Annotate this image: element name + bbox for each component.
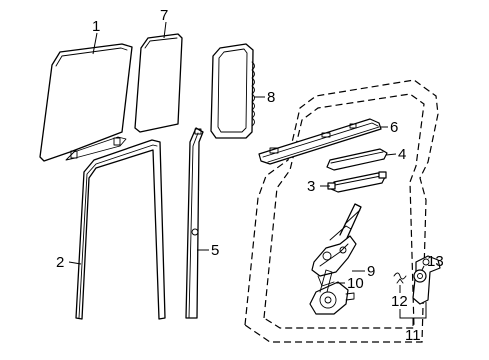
part-division-bar-channel (185, 127, 204, 319)
part-handle-escutcheon (413, 269, 427, 283)
callout-8: 8 (267, 89, 275, 106)
callout-5: 5 (211, 242, 219, 259)
part-belt-weatherstrip (326, 148, 388, 171)
part-lower-weatherstrip (327, 171, 387, 193)
part-belt-molding (258, 118, 382, 165)
part-quarter-weatherstrip (210, 43, 255, 139)
callout-4: 4 (398, 146, 406, 163)
callout-12: 12 (391, 293, 408, 310)
callout-3: 3 (307, 178, 315, 195)
callout-6: 6 (390, 119, 398, 136)
callout-1: 1 (92, 18, 100, 35)
callout-11: 11 (405, 327, 421, 344)
part-spring-clip (393, 272, 407, 284)
part-door-glass (39, 43, 133, 162)
callout-7: 7 (160, 7, 168, 24)
part-regulator-motor (309, 269, 355, 315)
part-glass-run-channel (75, 139, 166, 320)
part-window-regulator (311, 203, 362, 287)
part-window-crank-handle (412, 255, 441, 305)
callout-13: 13 (427, 253, 444, 270)
leader-lines (68, 21, 427, 326)
callout-10: 10 (347, 275, 364, 292)
callout-labels: 1 7 8 6 4 3 2 5 9 13 10 12 11 (56, 7, 444, 344)
callout-9: 9 (367, 263, 375, 280)
part-quarter-glass (134, 33, 183, 133)
door-outline (244, 79, 439, 343)
callout-2: 2 (56, 254, 64, 271)
